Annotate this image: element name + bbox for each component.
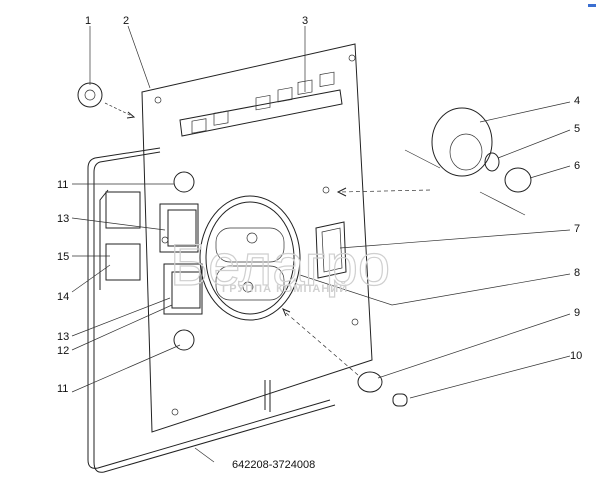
callout-1: 1 <box>85 15 91 27</box>
ignition-switch-assembly <box>336 107 532 216</box>
callout-7: 7 <box>574 223 580 235</box>
callout-12: 12 <box>57 345 69 357</box>
panel-plate <box>141 43 373 433</box>
indicator-lamp-strip <box>179 71 343 137</box>
callout-2: 2 <box>123 15 129 27</box>
button-top <box>173 171 195 193</box>
callout-13-top: 13 <box>57 213 69 225</box>
leader-lines <box>71 25 571 463</box>
toggle-switch <box>315 221 347 279</box>
callout-3: 3 <box>302 15 308 27</box>
watermark: Белагро ГРУППА КОМПАНИЙ <box>169 232 390 298</box>
callout-10: 10 <box>570 350 582 362</box>
svg-text:Белагро: Белагро <box>170 233 390 298</box>
svg-text:ГРУППА КОМПАНИЙ: ГРУППА КОМПАНИЙ <box>222 282 348 295</box>
callout-13-bottom: 13 <box>57 331 69 343</box>
callout-15: 15 <box>57 251 69 263</box>
callout-4: 4 <box>574 95 580 107</box>
connector-blocks <box>105 191 141 281</box>
wiring-harness <box>87 147 336 473</box>
mounting-holes <box>154 54 359 416</box>
callout-11-top: 11 <box>57 179 68 191</box>
callout-9: 9 <box>574 307 580 319</box>
callout-labels: 1 2 3 4 5 6 7 8 9 10 11 13 15 14 13 12 1… <box>57 15 582 471</box>
corner-mark <box>588 4 596 7</box>
combination-gauge <box>199 195 301 321</box>
callout-11-bottom: 11 <box>57 383 68 395</box>
lamp-and-bulb <box>282 308 408 407</box>
callout-8: 8 <box>574 267 580 279</box>
button-bottom <box>173 329 195 351</box>
part-number: 642208-3724008 <box>232 459 315 471</box>
callout-6: 6 <box>574 160 580 172</box>
part-1 <box>77 82 103 108</box>
callout-14: 14 <box>57 291 69 303</box>
rocker-switches <box>159 203 203 315</box>
callout-5: 5 <box>574 123 580 135</box>
